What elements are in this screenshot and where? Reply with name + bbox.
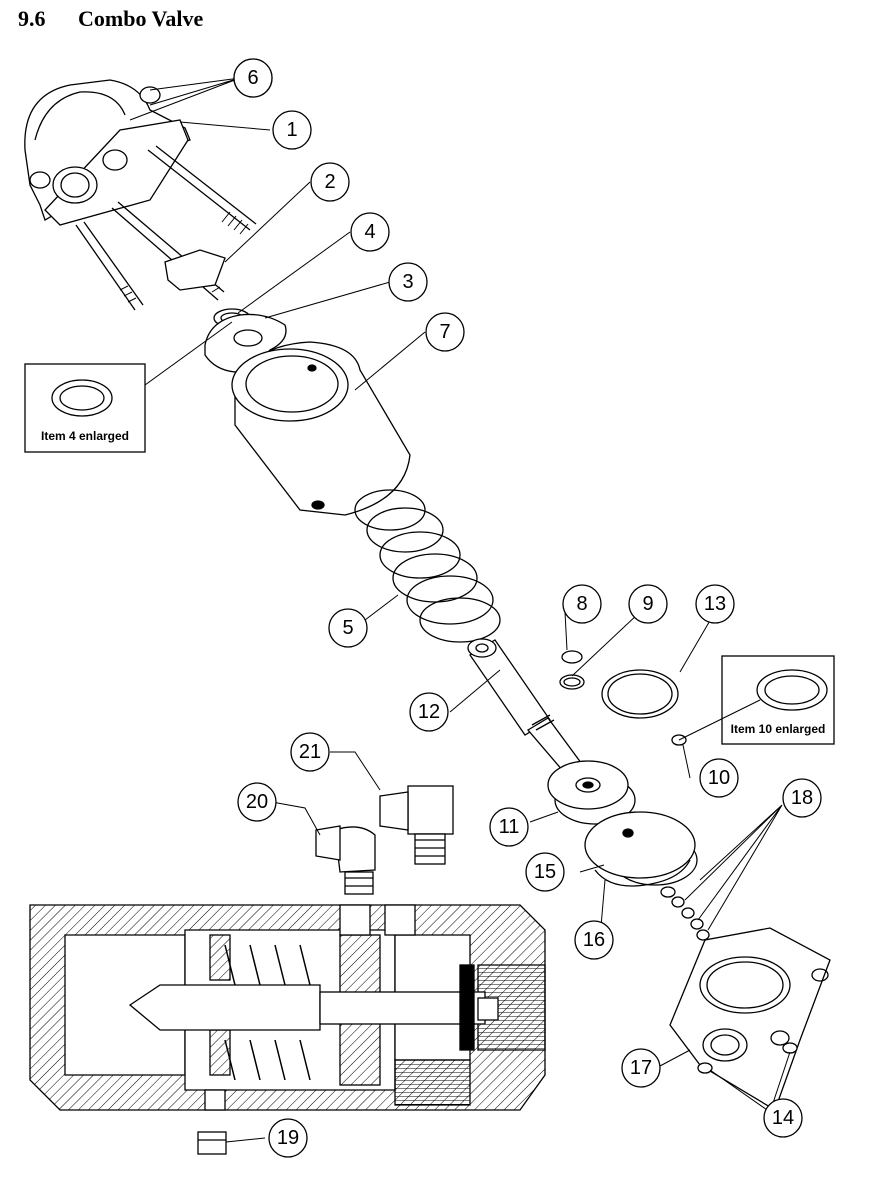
top-cap-assembly [24, 79, 257, 311]
part-3-cam [204, 313, 287, 373]
part-9-ring [559, 674, 585, 690]
part-8-oring [561, 650, 583, 664]
part-15-diaphragm [584, 811, 698, 887]
callout-8: 8 [576, 593, 587, 615]
callout-5: 5 [342, 617, 353, 639]
callout-2: 2 [324, 171, 335, 193]
callout-17: 17 [630, 1057, 652, 1079]
callout-4: 4 [364, 221, 375, 243]
callout-13: 13 [704, 593, 726, 615]
inset-item-4-caption: Item 4 enlarged [41, 429, 129, 443]
valve-section-view [29, 904, 546, 1155]
part-18-rings [660, 886, 710, 941]
inset-item-10 [721, 655, 835, 745]
section-heading: 9.6 Combo Valve [18, 6, 203, 32]
callout-19: 19 [277, 1127, 299, 1149]
part-2-shape [164, 249, 226, 291]
callout-6: 6 [247, 67, 258, 89]
part-17-flange [669, 927, 831, 1111]
callout-9: 9 [642, 593, 653, 615]
part-10-oring [671, 734, 687, 746]
part-7-housing [231, 341, 411, 516]
callout-21: 21 [299, 741, 321, 763]
part-20-fitting [315, 825, 376, 895]
callout-12: 12 [418, 701, 440, 723]
callout-15: 15 [534, 861, 556, 883]
callout-1: 1 [286, 119, 297, 141]
section-number: 9.6 [18, 6, 46, 31]
part-21-fitting [379, 785, 454, 865]
part-11-piston [547, 760, 636, 825]
section-title: Combo Valve [78, 6, 204, 31]
callout-3: 3 [402, 271, 413, 293]
callout-10: 10 [708, 767, 730, 789]
inset-item-4 [24, 363, 146, 453]
callout-14: 14 [772, 1107, 794, 1129]
callout-16: 16 [583, 929, 605, 951]
part-5-spring [354, 489, 501, 643]
callout-20: 20 [246, 791, 268, 813]
callout-7: 7 [439, 321, 450, 343]
callout-11: 11 [499, 816, 520, 838]
part-13-ring [601, 669, 679, 719]
callout-18: 18 [791, 787, 813, 809]
inset-item-10-caption: Item 10 enlarged [731, 722, 826, 736]
